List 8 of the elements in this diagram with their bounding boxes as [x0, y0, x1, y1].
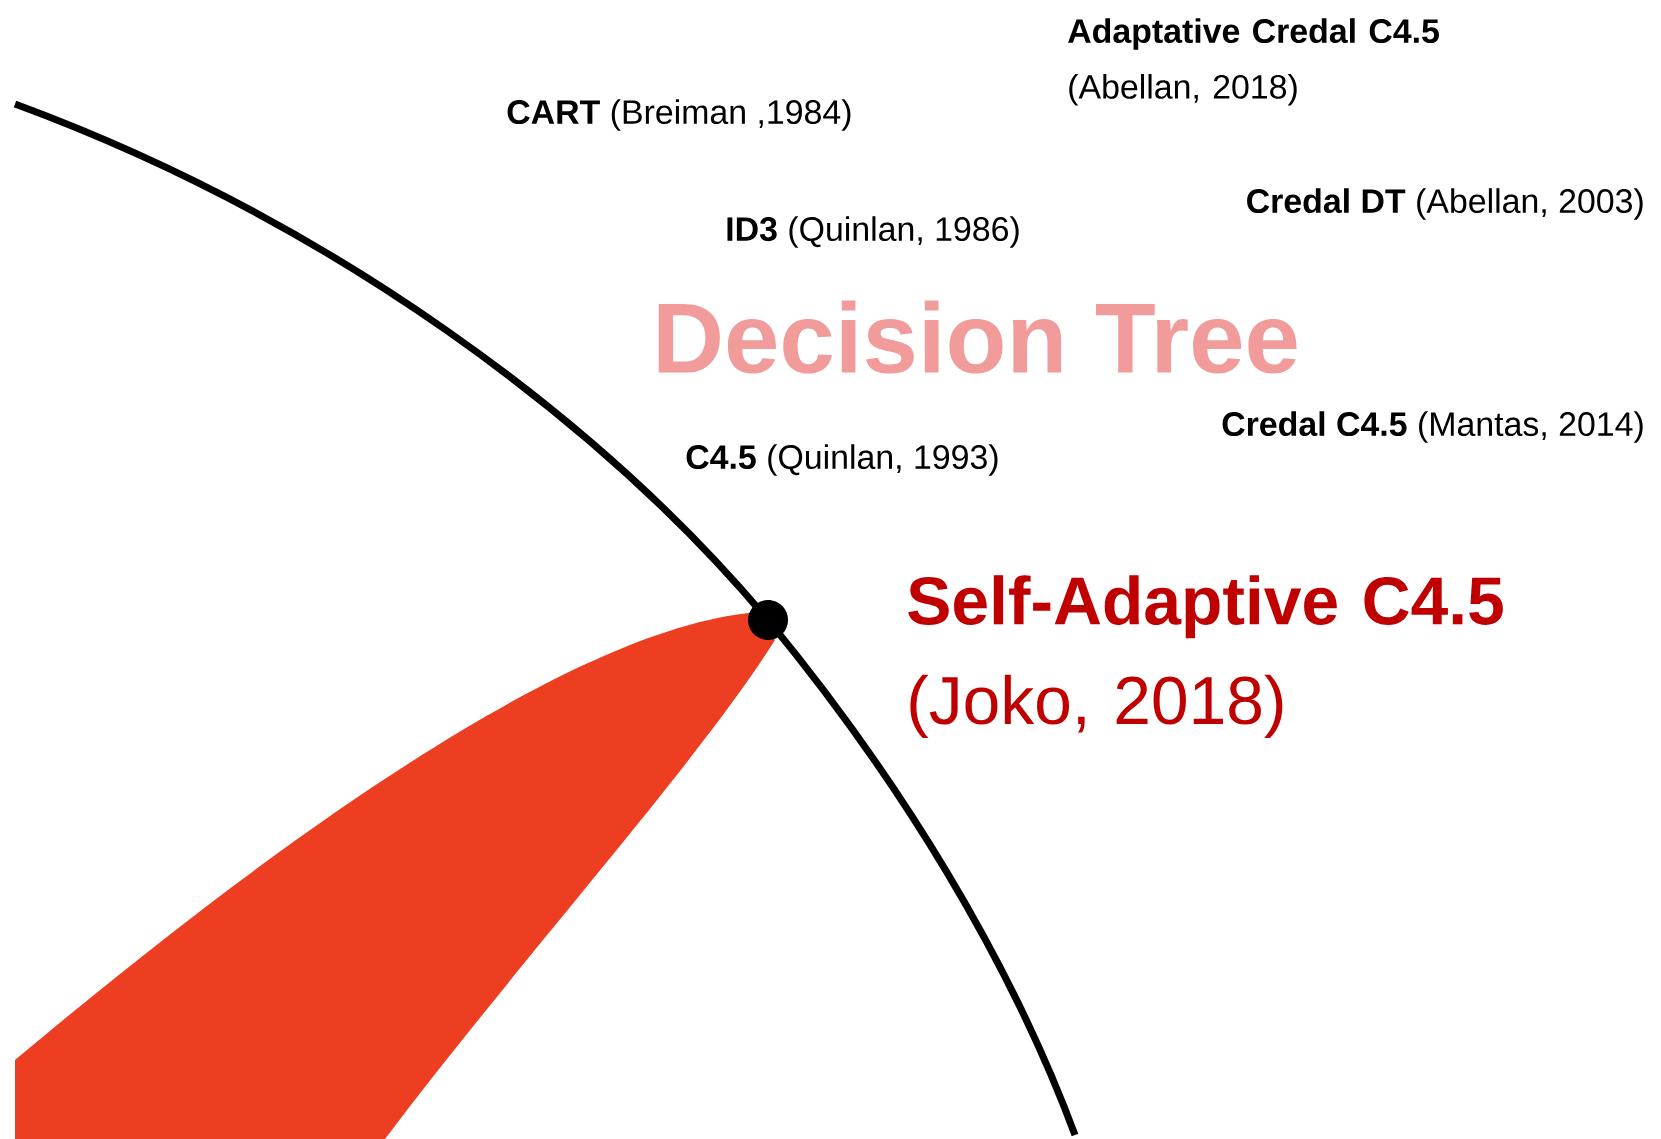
label-text: ID3 (Quinlan, 1986): [727, 216, 1019, 248]
label-text: Self-Adaptive C4.5 (Joko, 2018): [908, 575, 1503, 738]
label-text: CART (Breiman ,1984): [507, 99, 851, 131]
label-text: Credal DT (Abellan, 2003): [1247, 188, 1643, 220]
label-text: Credal C4.5 (Mantas, 2014): [1222, 411, 1643, 443]
label-text: Adaptative Credal C4.5 (Abellan, 2018): [1068, 18, 1439, 106]
heading: Decision Tree: [658, 300, 1297, 374]
label-text: C4.5 (Quinlan, 1993): [686, 444, 998, 476]
